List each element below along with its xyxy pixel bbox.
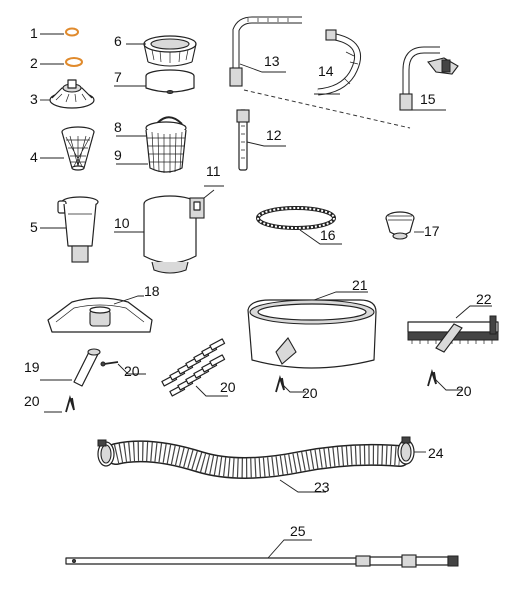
callout-14: 14 (318, 63, 334, 79)
part-6-top-ring: 6 (114, 33, 197, 67)
part-16-spring-coil: 16 (256, 206, 342, 245)
callout-1: 1 (30, 25, 38, 41)
callout-7: 7 (114, 69, 122, 85)
callout-13: 13 (264, 53, 280, 69)
part-5-strainer-housing: 5 (30, 196, 99, 263)
callout-16: 16 (320, 227, 336, 243)
callout-27: 25 (290, 523, 306, 539)
part-22-bristle-clips: 20 (161, 338, 236, 397)
part-20-clip-right: 20 (427, 368, 472, 399)
hose-clamp-left (97, 439, 115, 467)
part-12-strap: 12 (236, 109, 286, 171)
part-11-bracket: 11 (189, 163, 224, 219)
callout-23: 21 (352, 277, 368, 293)
part-17-threaded-cap: 17 (385, 211, 440, 240)
callout-11: 11 (206, 163, 221, 179)
callout-20c: 20 (456, 383, 472, 399)
callout-5: 5 (30, 219, 38, 235)
part-15-assembled-hanger: 15 (399, 46, 459, 111)
part-2-o-ring: 2 (30, 55, 83, 71)
callout-9: 9 (114, 147, 122, 163)
part-25-corrugated-hose: 23 (105, 440, 411, 495)
callout-26: 24 (428, 445, 444, 461)
callout-24: 22 (476, 291, 492, 307)
part-9-basket: 9 (114, 129, 187, 173)
callout-22: 20 (220, 379, 236, 395)
callout-2: 2 (30, 55, 38, 71)
assembly-dashed-line (243, 89, 411, 129)
part-27-telescopic-pole: 25 (65, 523, 459, 568)
callout-25: 23 (314, 479, 330, 495)
callout-3: 3 (30, 91, 38, 107)
part-14-hose-hanger: 14 (314, 29, 362, 96)
part-24-wall-brush: 22 (407, 291, 499, 353)
callout-6: 6 (114, 33, 122, 49)
callout-8: 8 (114, 119, 122, 135)
part-20-clip-left: 20 (24, 393, 75, 413)
part-18-vacuum-head: 18 (47, 283, 160, 333)
part-19-swivel-handle: 19 (24, 348, 101, 387)
part-7-collar: 7 (114, 69, 195, 94)
callout-12: 12 (266, 127, 282, 143)
callout-4: 4 (30, 149, 38, 165)
part-1-o-ring: 1 (30, 25, 79, 41)
callout-20b: 20 (302, 385, 318, 401)
callout-15: 15 (420, 91, 436, 107)
part-21-pin: 20 (100, 361, 146, 379)
callout-10: 10 (114, 215, 130, 231)
part-26-hose-clamp: 24 (397, 436, 444, 465)
callout-17: 17 (424, 223, 440, 239)
part-3-valve-disc: 3 (30, 79, 95, 109)
part-20-clip-middle: 20 (275, 374, 318, 401)
part-23-leaf-net: 21 (247, 277, 377, 369)
part-13-clamp-bracket: 13 (229, 16, 302, 87)
callout-21: 20 (124, 363, 140, 379)
callout-18: 18 (144, 283, 160, 299)
part-4-mesh-strainer: 4 (30, 126, 95, 171)
part-10-skimmer-body: 10 (114, 195, 197, 274)
callout-20a: 20 (24, 393, 40, 409)
callout-19: 19 (24, 359, 40, 375)
